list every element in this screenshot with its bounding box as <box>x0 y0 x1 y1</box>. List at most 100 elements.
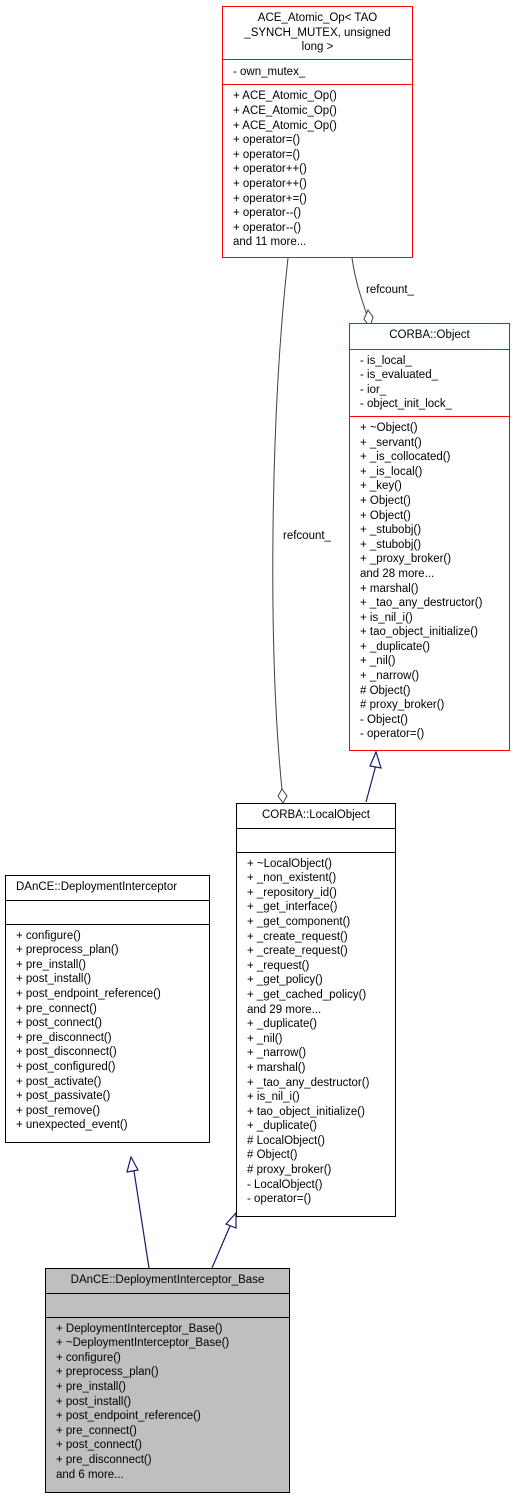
aggregation-diamond-localobject <box>277 788 288 804</box>
attributes-section <box>6 899 209 924</box>
method: + tao_object_initialize() <box>360 626 478 639</box>
method: + post_install() <box>56 1395 132 1408</box>
class-title: CORBA::Object <box>350 324 509 349</box>
method: + post_endpoint_reference() <box>56 1410 201 1423</box>
methods-section: + configure() + preprocess_plan() + pre_… <box>6 923 209 1136</box>
attributes-section <box>46 1292 289 1317</box>
method: + _get_policy() <box>247 974 323 987</box>
method: - operator=() <box>360 728 425 741</box>
method: + _stubobj() <box>360 538 422 551</box>
method: + _duplicate() <box>360 640 430 653</box>
method: + _non_existent() <box>247 872 337 885</box>
method: and 29 more... <box>247 1003 322 1016</box>
method: + marshal() <box>247 1061 306 1074</box>
class-title-line: long > <box>301 41 334 54</box>
edge-atomic-to-localobject <box>272 257 289 791</box>
method: + post_connect() <box>56 1439 142 1452</box>
method: + _key() <box>360 480 402 493</box>
method: + _get_cached_policy() <box>247 988 367 1001</box>
method: + configure() <box>56 1351 121 1364</box>
attribute: - ior_ <box>360 383 387 396</box>
method: + pre_disconnect() <box>56 1453 152 1466</box>
method: + operator+=() <box>233 192 307 205</box>
class-ace-atomic-op[interactable]: ACE_Atomic_Op< TAO _SYNCH_MUTEX, unsigne… <box>222 6 413 258</box>
class-title-line: DAnCE::DeploymentInterceptor <box>16 881 178 893</box>
attributes-section: - is_local_ - is_evaluated_ - ior_ - obj… <box>350 348 509 416</box>
method: + ~LocalObject() <box>247 857 333 870</box>
method: + post_endpoint_reference() <box>16 987 161 1000</box>
method: + post_disconnect() <box>16 1046 117 1059</box>
class-title-line: ACE_Atomic_Op< TAO <box>257 12 378 24</box>
method: + _request() <box>247 959 310 972</box>
method: + _is_collocated() <box>360 451 451 464</box>
inherit-arrow-object <box>369 750 382 769</box>
method: + DeploymentInterceptor_Base() <box>56 1322 223 1335</box>
method: + _narrow() <box>360 670 420 683</box>
method: - Object() <box>360 713 408 726</box>
class-title-line: CORBA::Object <box>389 329 470 341</box>
edge-interceptor-to-base <box>133 1170 150 1269</box>
method: # LocalObject() <box>247 1134 325 1147</box>
method: + operator++() <box>233 177 307 190</box>
method: + _tao_any_destructor() <box>360 597 483 610</box>
method: + _narrow() <box>247 1047 307 1060</box>
method: + configure() <box>16 929 81 942</box>
method: + _servant() <box>360 436 422 449</box>
class-title: ACE_Atomic_Op< TAO _SYNCH_MUTEX, unsigne… <box>223 7 412 59</box>
methods-section: + ~Object() + _servant() + _is_collocate… <box>350 415 509 745</box>
method: + preprocess_plan() <box>16 944 119 957</box>
method: + pre_connect() <box>56 1424 137 1437</box>
method: + _create_request() <box>247 930 348 943</box>
method: + post_passivate() <box>16 1090 111 1103</box>
edge-localobject-to-base <box>211 1225 231 1269</box>
method: + _duplicate() <box>247 1018 317 1031</box>
method: + pre_connect() <box>16 1002 97 1015</box>
method: + unexpected_event() <box>16 1119 128 1132</box>
class-title: CORBA::LocalObject <box>237 804 395 828</box>
method: + post_connect() <box>16 1017 102 1030</box>
attribute: - object_init_lock_ <box>360 398 453 411</box>
class-corba-localobject[interactable]: CORBA::LocalObject + ~LocalObject() + _n… <box>236 803 396 1217</box>
method: + _repository_id() <box>247 886 337 899</box>
method: - LocalObject() <box>247 1178 323 1191</box>
method: + ACE_Atomic_Op() <box>233 90 337 103</box>
class-title: DAnCE::DeploymentInterceptor_Base <box>46 1269 289 1293</box>
method: + marshal() <box>360 582 419 595</box>
attributes-section <box>237 827 395 852</box>
method: + ~Object() <box>360 421 418 434</box>
attribute: - is_evaluated_ <box>360 369 438 382</box>
method: + is_nil_i() <box>360 611 413 624</box>
attribute: - own_mutex_ <box>233 65 306 78</box>
method: + _is_local() <box>360 465 423 478</box>
class-dance-deploymentinterceptor-base[interactable]: DAnCE::DeploymentInterceptor_Base + Depl… <box>45 1268 290 1493</box>
class-title-line: CORBA::LocalObject <box>261 809 370 821</box>
method: + pre_install() <box>16 958 86 971</box>
method: + ~DeploymentInterceptor_Base() <box>56 1337 230 1350</box>
method: - operator=() <box>247 1193 312 1206</box>
method: + preprocess_plan() <box>56 1366 159 1379</box>
class-corba-object[interactable]: CORBA::Object - is_local_ - is_evaluated… <box>349 323 510 751</box>
edge-object-to-localobject <box>365 764 377 803</box>
method: + ACE_Atomic_Op() <box>233 119 337 132</box>
method: + _duplicate() <box>247 1120 317 1133</box>
method: # proxy_broker() <box>360 699 445 712</box>
method: and 28 more... <box>360 567 435 580</box>
method: + operator--() <box>233 207 302 220</box>
method: + post_install() <box>16 973 92 986</box>
edge-label-refcount-object: refcount_ <box>366 284 414 296</box>
method: + Object() <box>360 494 411 507</box>
method: # Object() <box>360 684 411 697</box>
class-dance-deploymentinterceptor[interactable]: DAnCE::DeploymentInterceptor + configure… <box>5 875 210 1143</box>
method: + pre_install() <box>56 1380 126 1393</box>
method: + _get_component() <box>247 915 351 928</box>
method: + _create_request() <box>247 945 348 958</box>
method: + _stubobj() <box>360 524 422 537</box>
method: + post_remove() <box>16 1104 101 1117</box>
method: + post_configured() <box>16 1060 116 1073</box>
method: + operator=() <box>233 148 301 161</box>
method: + Object() <box>360 509 411 522</box>
method: + _tao_any_destructor() <box>247 1076 370 1089</box>
method: + operator--() <box>233 221 302 234</box>
methods-section: + DeploymentInterceptor_Base() + ~Deploy… <box>46 1316 289 1486</box>
